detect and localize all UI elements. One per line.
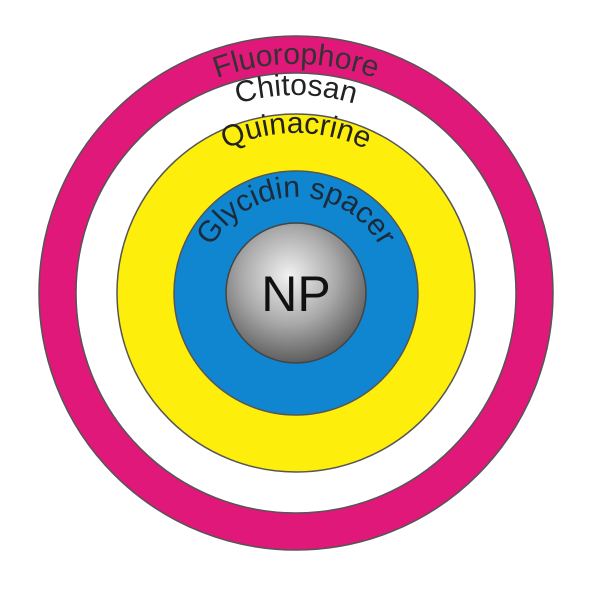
np-core: [225, 222, 367, 364]
np-label: NP: [261, 266, 330, 322]
